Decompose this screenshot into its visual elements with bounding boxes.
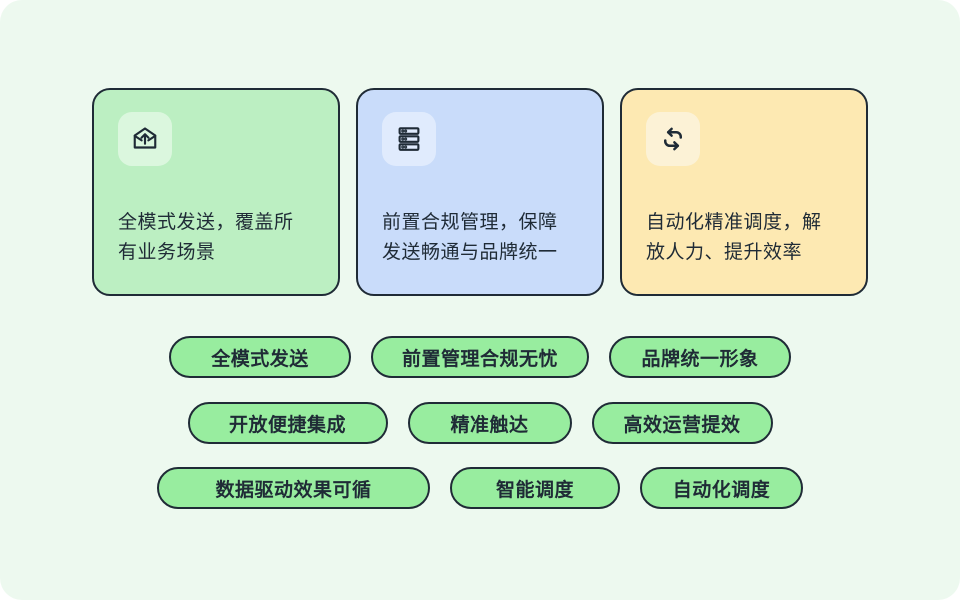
card-text: 自动化精准调度，解 放人力、提升效率 xyxy=(646,212,822,263)
card-full-mode-send: 全模式发送，覆盖所 有业务场景 xyxy=(92,88,340,296)
tag-smart-scheduling[interactable]: 智能调度 xyxy=(450,467,620,509)
mail-send-icon xyxy=(118,112,172,166)
tag-precise-reach[interactable]: 精准触达 xyxy=(407,402,572,444)
tag-full-mode-send[interactable]: 全模式发送 xyxy=(169,336,351,378)
tag-row-3: 数据驱动效果可循 智能调度 自动化调度 xyxy=(0,467,960,509)
tag-pre-compliance[interactable]: 前置管理合规无忧 xyxy=(371,336,589,378)
sync-loop-icon xyxy=(646,112,700,166)
card-auto-scheduling: 自动化精准调度，解 放人力、提升效率 xyxy=(620,88,868,296)
tag-auto-scheduling[interactable]: 自动化调度 xyxy=(640,467,803,509)
tag-data-driven[interactable]: 数据驱动效果可循 xyxy=(157,467,430,509)
tag-row-1: 全模式发送 前置管理合规无忧 品牌统一形象 xyxy=(0,336,960,378)
card-compliance: 前置合规管理，保障 发送畅通与品牌统一 xyxy=(356,88,604,296)
server-stack-icon xyxy=(382,112,436,166)
tag-efficient-operation[interactable]: 高效运营提效 xyxy=(591,402,773,444)
card-text: 前置合规管理，保障 发送畅通与品牌统一 xyxy=(382,212,558,263)
tag-brand-unity[interactable]: 品牌统一形象 xyxy=(609,336,791,378)
feature-cards-row: 全模式发送，覆盖所 有业务场景 前置合规管理，保障 发送畅通与品牌统一 xyxy=(92,88,868,296)
card-text: 全模式发送，覆盖所 有业务场景 xyxy=(118,212,294,263)
tag-row-2: 开放便捷集成 精准触达 高效运营提效 xyxy=(0,402,960,444)
tag-open-integration[interactable]: 开放便捷集成 xyxy=(187,402,388,444)
